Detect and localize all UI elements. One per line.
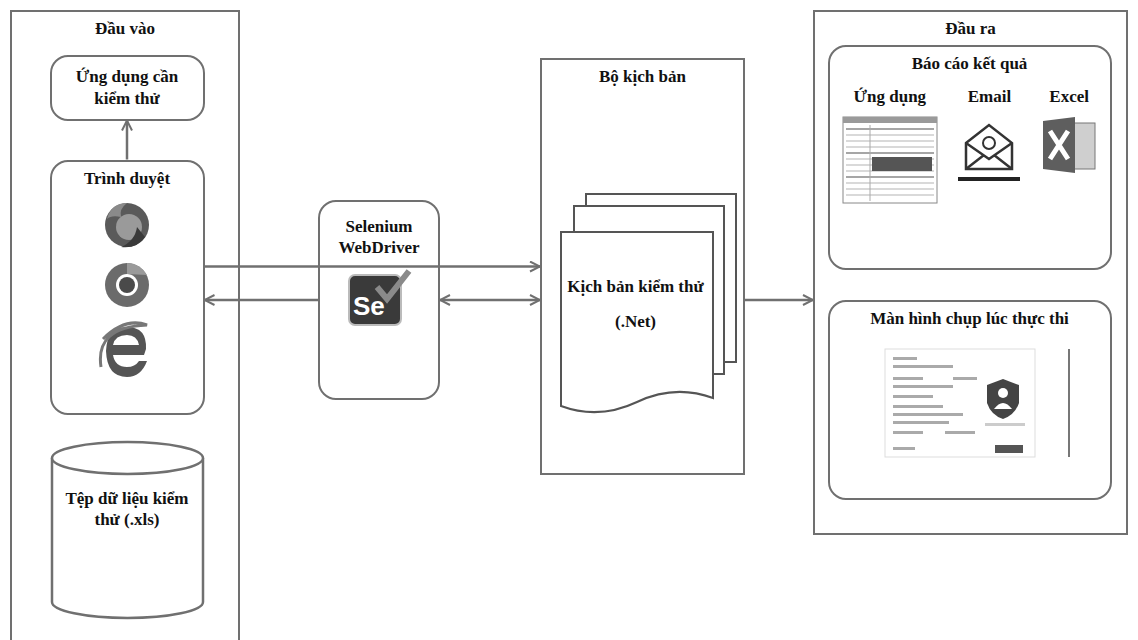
flow-arrow [205, 299, 319, 302]
script-document: Kịch bản kiểm thử (.Net) [560, 192, 738, 414]
node-label: Trình duyệt [52, 162, 203, 189]
flow-arrow [205, 265, 541, 268]
app-report-thumbnail [842, 113, 938, 205]
selenium-logo: Se [347, 269, 411, 327]
cylinder-outline [50, 440, 205, 620]
script-set-box: Bộ kịch bảnKịch bản kiểm thử (.Net) [540, 58, 745, 475]
flow-arrow [440, 299, 540, 302]
logo-text: Se [353, 293, 385, 319]
browser-icons [97, 197, 157, 377]
browser-box: Trình duyệt [50, 160, 205, 415]
report-format: Ứng dụng [854, 86, 927, 107]
output-panel: Đầu ra Báo cáo kết quảỨng dụng Email ExcelM… [813, 10, 1128, 535]
panel-heading: Đầu ra [815, 12, 1126, 39]
email-icon [954, 113, 1024, 183]
execution-screenshot [865, 347, 1075, 459]
excel-icon [1041, 113, 1097, 173]
data-cylinder: Tệp dữ liệu kiểm thử (.xls) [50, 440, 205, 620]
panel-heading: Đầu vào [12, 12, 238, 39]
screenshot-box: Màn hình chụp lúc thực thi [828, 300, 1112, 500]
report-format: Excel [1049, 86, 1089, 107]
node-label: Tệp dữ liệu kiểm thử (.xls) [64, 488, 191, 531]
document-label: (.Net) [560, 311, 712, 332]
report-format: Email [968, 86, 1011, 107]
node-label: Selenium WebDriver [328, 216, 430, 259]
node-label: Báo cáo kết quả [830, 47, 1110, 74]
document-label: Kịch bản kiểm thử [560, 276, 712, 297]
webdriver-box: Selenium WebDriverSe [318, 200, 440, 400]
node-label: Màn hình chụp lúc thực thi [830, 302, 1110, 329]
panel-heading: Bộ kịch bản [542, 60, 743, 87]
app-box: Ứng dụng cần kiểm thử [50, 55, 205, 121]
report-box: Báo cáo kết quảỨng dụng Email Excel [828, 45, 1112, 270]
flow-arrow [126, 121, 129, 160]
input-panel: Đầu vàoỨng dụng cần kiểm thửTrình duyệtT… [10, 10, 240, 640]
node-label: Ứng dụng cần kiểm thử [60, 66, 195, 109]
flow-arrow [745, 299, 813, 302]
stacked-pages [560, 192, 738, 414]
